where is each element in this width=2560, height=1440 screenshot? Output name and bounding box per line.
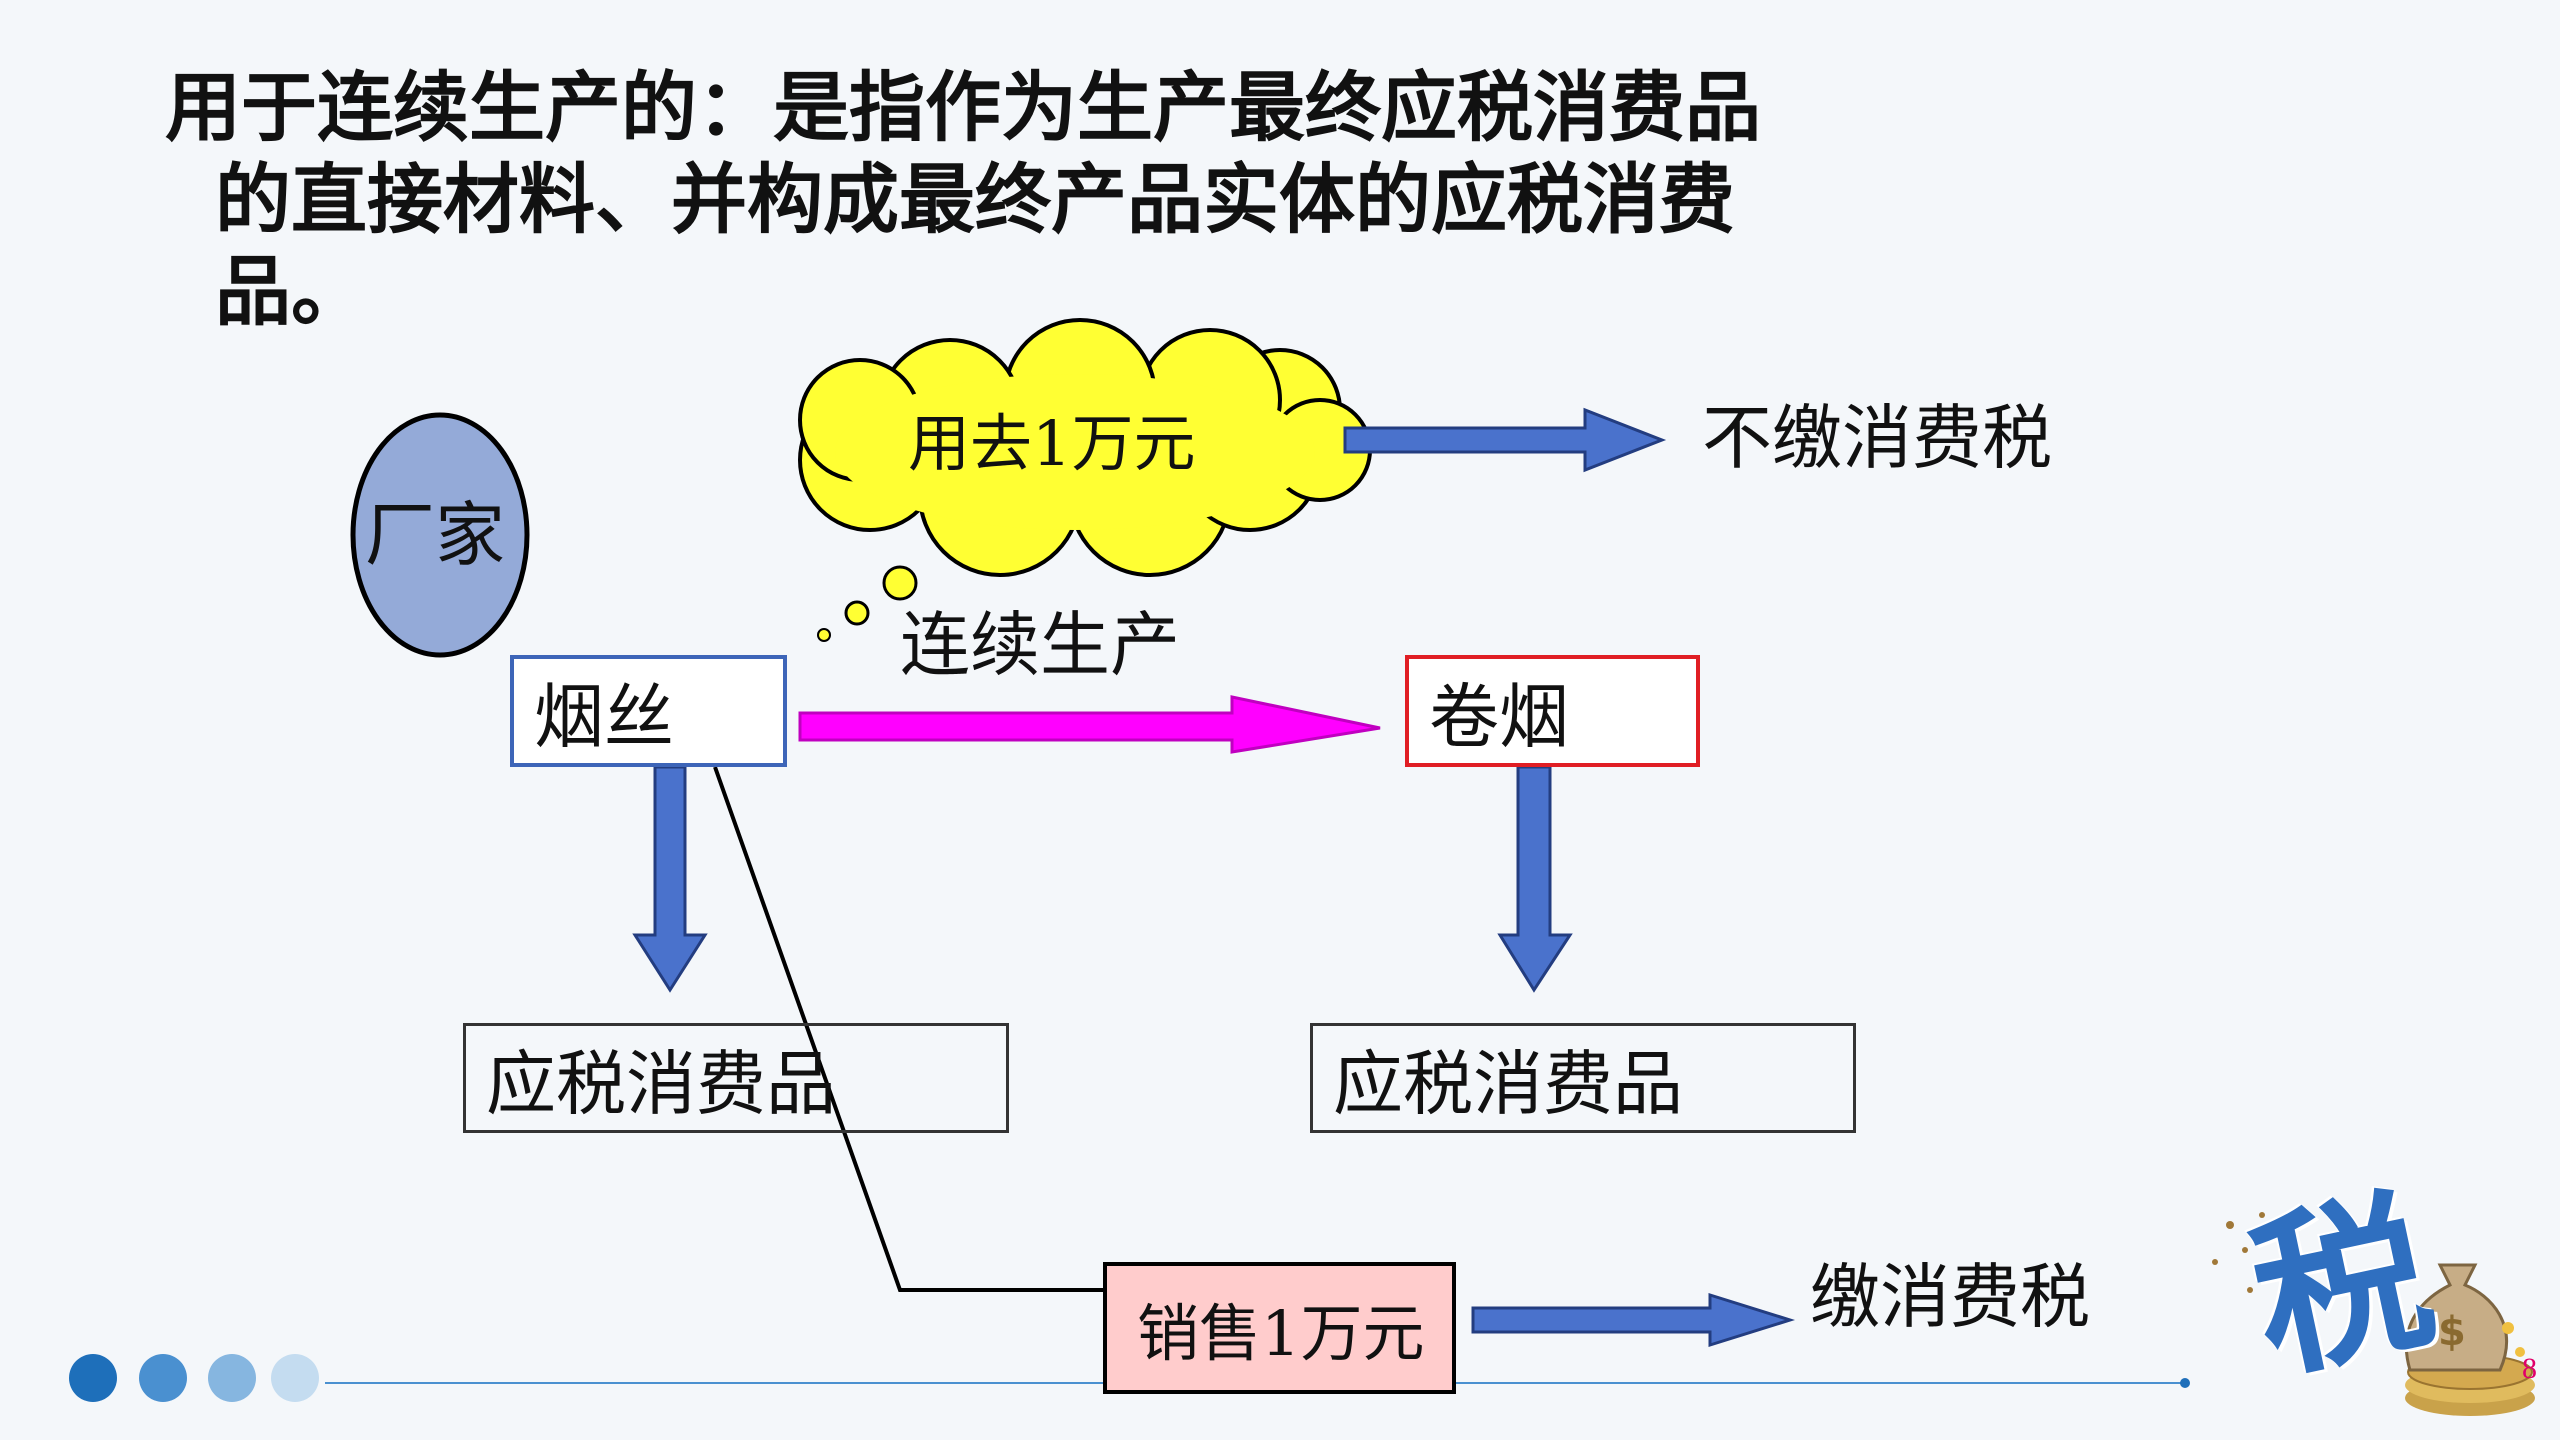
taxable-goods-label-right: 应税消费品 bbox=[1333, 1042, 1683, 1125]
slide-title: 用于连续生产的：是指作为生产最终应税消费品 的直接材料、并构成最终产品实体的应税… bbox=[165, 62, 2065, 338]
cigarettes-label: 卷烟 bbox=[1429, 675, 1569, 758]
arrow-continuous-production bbox=[798, 695, 1381, 754]
pay-tax-label: 缴消费税 bbox=[1810, 1256, 2090, 1338]
arrow-to-pay-tax bbox=[1471, 1292, 1796, 1348]
no-tax-label: 不缴消费税 bbox=[1702, 397, 2052, 479]
thought-cloud bbox=[798, 318, 1372, 642]
tobacco-shreds-label: 烟丝 bbox=[534, 675, 674, 758]
manufacturer-label: 厂家 bbox=[365, 494, 505, 576]
arrow-down-left bbox=[632, 765, 708, 993]
logo-tax-character: 税 bbox=[2235, 1170, 2450, 1405]
footer-dot-3 bbox=[208, 1354, 256, 1402]
footer-dot-4 bbox=[271, 1354, 319, 1402]
title-line-1: 用于连续生产的：是指作为生产最终应税消费品 bbox=[165, 63, 1761, 152]
manufacturer-ellipse bbox=[350, 412, 530, 658]
connector-line-sale bbox=[713, 766, 1105, 1292]
taxable-goods-box-left: 应税消费品 bbox=[463, 1023, 1009, 1133]
title-line-3: 品。 bbox=[215, 247, 367, 336]
arrow-to-no-tax bbox=[1343, 407, 1667, 473]
footer-dot-1 bbox=[69, 1354, 117, 1402]
taxable-goods-label-left: 应税消费品 bbox=[486, 1042, 836, 1125]
page-number: 8 bbox=[2522, 1352, 2537, 1385]
tobacco-shreds-box: 烟丝 bbox=[510, 655, 787, 767]
arrow-down-right bbox=[1497, 765, 1573, 993]
continuous-production-label: 连续生产 bbox=[900, 604, 1180, 686]
tax-logo-icon: $ bbox=[2212, 1212, 2535, 1416]
footer-dot-2 bbox=[139, 1354, 187, 1402]
sale-label: 销售1万元 bbox=[1137, 1297, 1425, 1370]
footer-line-end bbox=[2180, 1378, 2190, 1388]
cloud-text: 用去1万元 bbox=[908, 407, 1196, 480]
sale-box: 销售1万元 bbox=[1103, 1262, 1456, 1394]
title-line-2: 的直接材料、并构成最终产品实体的应税消费 bbox=[215, 155, 1735, 244]
svg-text:$: $ bbox=[2438, 1309, 2466, 1355]
taxable-goods-box-right: 应税消费品 bbox=[1310, 1023, 1856, 1133]
cigarettes-box: 卷烟 bbox=[1405, 655, 1700, 767]
